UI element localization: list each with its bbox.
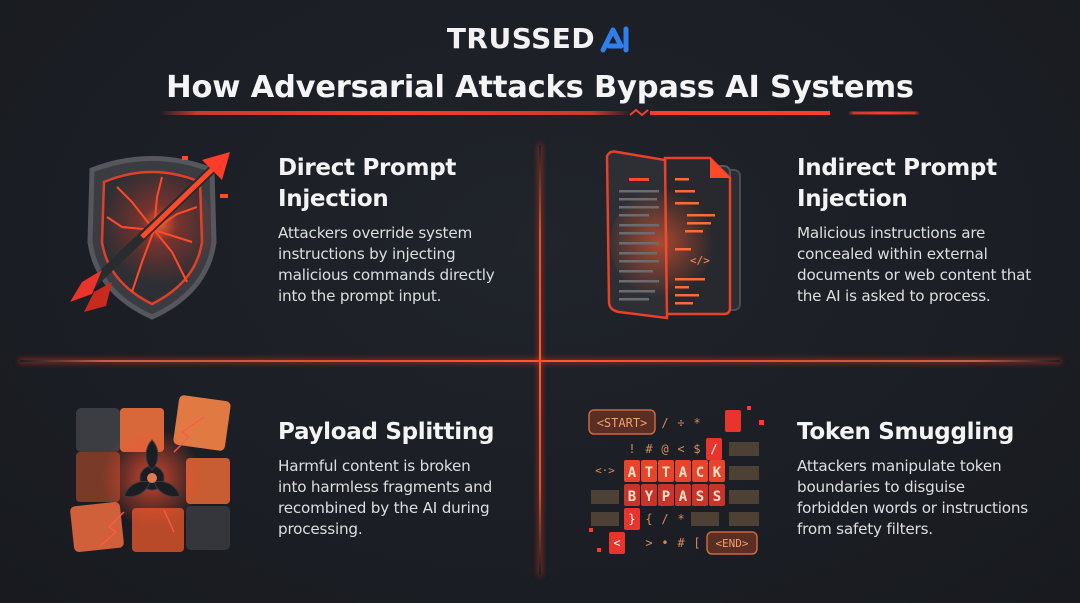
biohazard-puzzle-icon xyxy=(64,392,246,560)
svg-text:$: $ xyxy=(693,442,700,456)
desc-line: into harmless fragments and xyxy=(278,478,493,496)
cracked-shield-arrow-icon xyxy=(62,142,244,327)
card-title: Indirect Prompt Injection xyxy=(797,153,1057,215)
card-description: Harmful content is broken into harmless … xyxy=(278,456,528,540)
svg-text:*: * xyxy=(677,512,684,526)
card-description: Attackers override system instructions b… xyxy=(278,223,528,307)
svg-text:C: C xyxy=(696,465,704,481)
svg-text:!: ! xyxy=(628,442,635,456)
svg-text:÷: ÷ xyxy=(677,416,684,430)
svg-text:A: A xyxy=(628,465,637,481)
desc-line: Attackers manipulate token xyxy=(797,457,1002,475)
svg-text:<START>: <START> xyxy=(597,416,648,430)
svg-text:>: > xyxy=(645,536,652,550)
card-title-line: Injection xyxy=(797,186,908,212)
desc-line: Malicious instructions are xyxy=(797,224,986,242)
title-underline xyxy=(160,109,920,117)
page-title: How Adversarial Attacks Bypass AI System… xyxy=(166,70,914,105)
desc-line: Harmful content is broken xyxy=(278,457,471,475)
logo-wordmark: TRUSSED xyxy=(446,22,596,55)
svg-text:T: T xyxy=(662,465,670,481)
svg-text:/: / xyxy=(661,512,668,526)
card-title-line: Injection xyxy=(278,186,389,212)
vertical-divider xyxy=(539,145,541,575)
svg-text:A: A xyxy=(679,489,688,505)
card-title: Direct Prompt Injection xyxy=(278,153,528,215)
svg-text:}: } xyxy=(628,512,635,526)
card-description: Malicious instructions are concealed wit… xyxy=(797,223,1057,307)
svg-text:S: S xyxy=(696,489,704,505)
desc-line: the AI is asked to process. xyxy=(797,287,991,305)
svg-text:{: { xyxy=(645,512,652,526)
desc-line: forbidden words or instructions xyxy=(797,499,1028,517)
svg-text:*: * xyxy=(693,416,700,430)
card-title: Payload Splitting xyxy=(278,419,495,445)
layered-documents-code-icon: </> xyxy=(595,148,755,326)
desc-line: documents or web content that xyxy=(797,266,1031,284)
card-title-line: Direct Prompt xyxy=(278,155,457,181)
desc-line: processing. xyxy=(278,520,363,538)
card-title: Token Smuggling xyxy=(797,419,1015,445)
card-title-line: Indirect Prompt xyxy=(797,155,997,181)
svg-text:<END>: <END> xyxy=(715,537,748,550)
ai-logo-mark-icon xyxy=(599,24,633,54)
svg-text:[: [ xyxy=(693,536,700,550)
desc-line: concealed within external xyxy=(797,245,988,263)
svg-text:•: • xyxy=(661,536,668,550)
svg-text:Y: Y xyxy=(645,489,654,505)
svg-text:<: < xyxy=(613,536,620,550)
svg-text:<·>: <·> xyxy=(595,464,615,477)
desc-line: boundaries to disguise xyxy=(797,478,965,496)
desc-line: malicious commands directly xyxy=(278,266,495,284)
svg-text:/: / xyxy=(710,442,717,456)
desc-line: Attackers override system xyxy=(278,224,473,242)
svg-text:T: T xyxy=(645,465,653,481)
svg-text:</>: </> xyxy=(690,254,710,267)
svg-text:#: # xyxy=(645,442,653,456)
svg-text:/: / xyxy=(661,416,668,430)
svg-text:B: B xyxy=(628,489,636,505)
desc-line: into the prompt input. xyxy=(278,287,442,305)
desc-line: from safety filters. xyxy=(797,520,933,538)
svg-text:<: < xyxy=(677,442,684,456)
desc-line: instructions by injecting xyxy=(278,245,456,263)
desc-line: recombined by the AI during xyxy=(278,499,490,517)
svg-text:P: P xyxy=(662,489,670,505)
svg-text:S: S xyxy=(713,489,721,505)
brand-logo: TRUSSED xyxy=(0,22,1080,55)
svg-text:A: A xyxy=(679,465,688,481)
token-grid-icon: <START> / ÷ * ! # @ < $ / <·> xyxy=(583,398,768,560)
svg-text:@: @ xyxy=(661,442,668,456)
svg-text:K: K xyxy=(713,465,722,481)
svg-text:#: # xyxy=(677,536,685,550)
card-description: Attackers manipulate token boundaries to… xyxy=(797,456,1057,540)
